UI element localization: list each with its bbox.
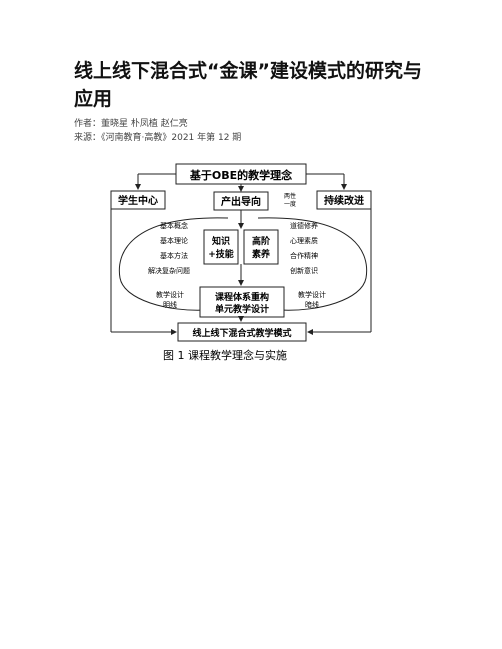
right-item-2: 心理素质 — [290, 236, 318, 245]
design-left-label-2: 明线 — [163, 300, 177, 309]
quality-box — [243, 229, 279, 265]
one-degree-note: 一度 — [284, 200, 296, 208]
continuous-improvement-box — [316, 190, 372, 210]
knowledge-box — [203, 229, 239, 265]
student-center-box — [110, 190, 166, 210]
blended-mode-box — [177, 322, 307, 342]
design-right-label-1: 教学设计 — [298, 290, 326, 299]
knowledge-label-1: 知识 — [211, 235, 230, 247]
article-authors: 作者：董晓星 朴凤植 赵仁亮 — [74, 119, 188, 129]
right-curve — [257, 217, 368, 311]
left-curve — [118, 217, 229, 311]
left-item-2: 基本理论 — [160, 236, 188, 245]
quality-label-2: 素养 — [252, 248, 270, 260]
left-item-1: 基本概念 — [160, 221, 188, 230]
article-source: 来源：《河南教育·高教》2021 年第 12 期 — [74, 133, 242, 143]
continuous-improvement-label: 持续改进 — [324, 194, 364, 207]
knowledge-label-2: +技能 — [208, 248, 234, 260]
two-nature-note: 两性 — [284, 192, 296, 200]
blended-mode-label: 线上线下混合式教学模式 — [192, 327, 291, 339]
left-item-4: 解决复杂问题 — [148, 266, 190, 275]
output-oriented-label: 产出导向 — [221, 195, 261, 208]
figure-caption: 图 1 课程教学理念与实施 — [163, 348, 287, 362]
right-item-4: 创新意识 — [290, 266, 318, 275]
design-right-label-2: 暗线 — [305, 300, 319, 309]
right-item-1: 道德修养 — [290, 221, 318, 230]
course-label-2: 单元教学设计 — [215, 303, 269, 315]
right-item-3: 合作精神 — [290, 251, 318, 260]
course-label-1: 课程体系重构 — [215, 291, 269, 303]
student-center-label: 学生中心 — [118, 194, 158, 207]
left-item-3: 基本方法 — [160, 251, 188, 260]
quality-label-1: 高阶 — [252, 235, 271, 247]
teaching-concept-diagram: 基于OBE的教学理念 学生中心 产出导向 持续改进 两性 一度 基本概念 基本理… — [110, 163, 372, 362]
article-title: 线上线下混合式“金课”建设模式的研究与应用 — [74, 60, 422, 110]
course-box — [199, 286, 285, 318]
design-left-label-1: 教学设计 — [156, 290, 184, 299]
obe-label: 基于OBE的教学理念 — [189, 168, 293, 182]
